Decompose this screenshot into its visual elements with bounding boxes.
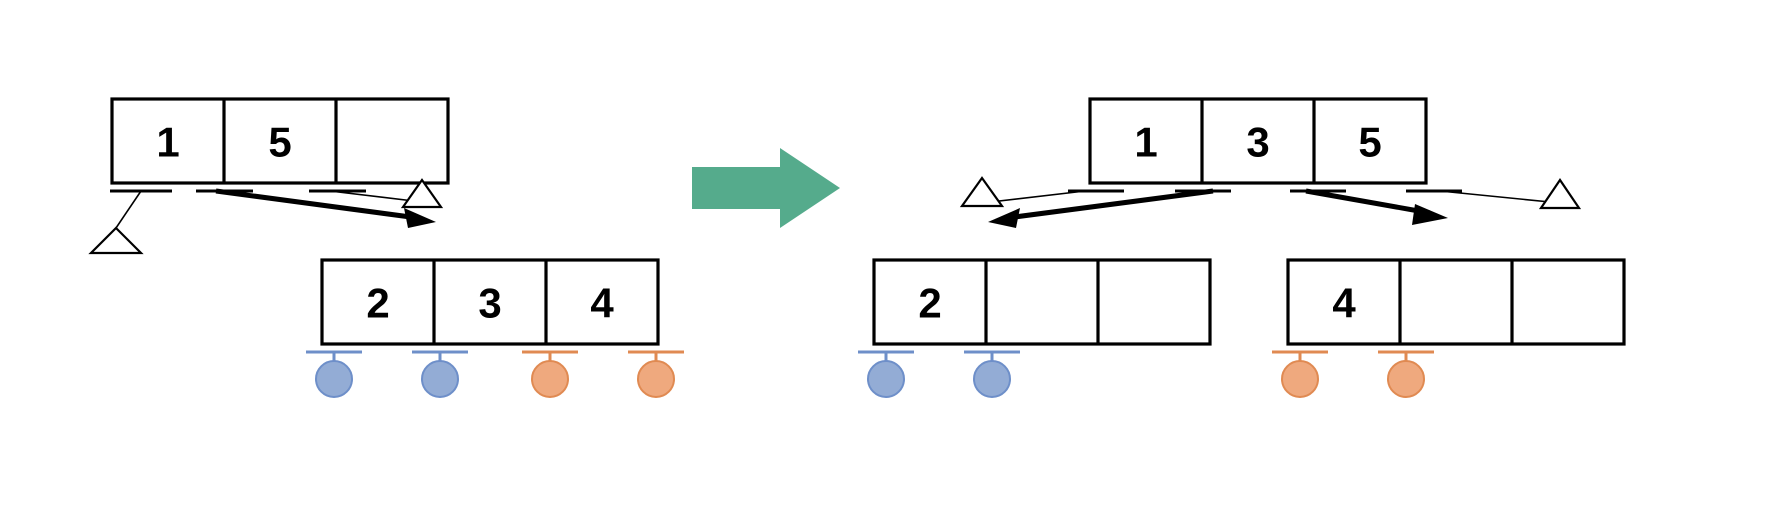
leaf-node-before-disk-2	[522, 350, 578, 398]
leaf-node-after-left: 2	[872, 258, 1212, 346]
root-node-before-cell-0: 1	[156, 119, 179, 166]
root-after-pointer-3	[1406, 178, 1582, 210]
root-node-before-box	[110, 97, 450, 185]
root-node-after-cell-0: 1	[1134, 119, 1157, 166]
null-triangle-icon	[959, 176, 1005, 208]
root-node-before: 1 5	[110, 97, 450, 185]
child-pointer-line	[215, 188, 419, 221]
transform-arrow	[692, 148, 840, 228]
leaf-node-before-cell-2: 4	[590, 280, 614, 327]
leaf-node-after-left-disk-0	[858, 350, 914, 398]
null-triangle-icon	[400, 178, 444, 209]
root-node-before-cell-1: 5	[268, 119, 291, 166]
disk-record-icon	[421, 360, 459, 398]
root-before-pointer-1	[196, 188, 436, 228]
disk-record-icon	[1281, 360, 1319, 398]
root-node-after-cell-2: 5	[1358, 119, 1381, 166]
null-triangle-icon	[1538, 178, 1582, 210]
leaf-node-after-right: 4	[1286, 258, 1626, 346]
arrow-head-icon	[404, 208, 436, 228]
null-pointer-line	[1439, 190, 1561, 204]
disk-record-icon	[531, 360, 569, 398]
right-arrow-icon	[692, 148, 840, 228]
root-after-pointer-1	[988, 188, 1231, 228]
null-triangle-icon	[88, 226, 144, 255]
child-pointer-line	[1006, 188, 1214, 221]
root-node-after-cell-1: 3	[1246, 119, 1269, 166]
leaf-node-after-left-cell-0: 2	[918, 280, 941, 327]
leaf-node-before-disk-3	[628, 350, 684, 398]
leaf-node-after-right-disk-1	[1378, 350, 1434, 398]
leaf-node-before: 2 3 4	[320, 258, 660, 346]
null-pointer-line	[115, 190, 142, 229]
disk-record-icon	[637, 360, 675, 398]
root-node-after: 1 3 5	[1088, 97, 1428, 185]
leaf-node-after-right-cell-0: 4	[1332, 280, 1356, 327]
disk-record-icon	[867, 360, 905, 398]
leaf-node-before-disk-0	[306, 350, 362, 398]
arrow-head-icon	[988, 208, 1020, 228]
root-after-pointer-2	[1290, 188, 1448, 225]
root-node-after-box	[1088, 97, 1428, 185]
leaf-node-after-left-box	[872, 258, 1212, 346]
leaf-node-after-right-disk-0	[1272, 350, 1328, 398]
root-after-pointer-0	[959, 176, 1124, 208]
leaf-node-before-box	[320, 258, 660, 346]
leaf-node-after-right-box	[1286, 258, 1626, 346]
root-before-pointer-0	[88, 189, 172, 255]
leaf-node-after-left-disk-1	[964, 350, 1020, 398]
leaf-node-before-cell-1: 3	[478, 280, 501, 327]
root-before-pointer-2	[309, 178, 444, 209]
disk-record-icon	[315, 360, 353, 398]
arrow-head-icon	[1412, 204, 1448, 225]
child-pointer-line	[1305, 188, 1431, 216]
leaf-node-before-disk-1	[412, 350, 468, 398]
disk-record-icon	[1387, 360, 1425, 398]
disk-record-icon	[973, 360, 1011, 398]
leaf-node-before-cell-0: 2	[366, 280, 389, 327]
